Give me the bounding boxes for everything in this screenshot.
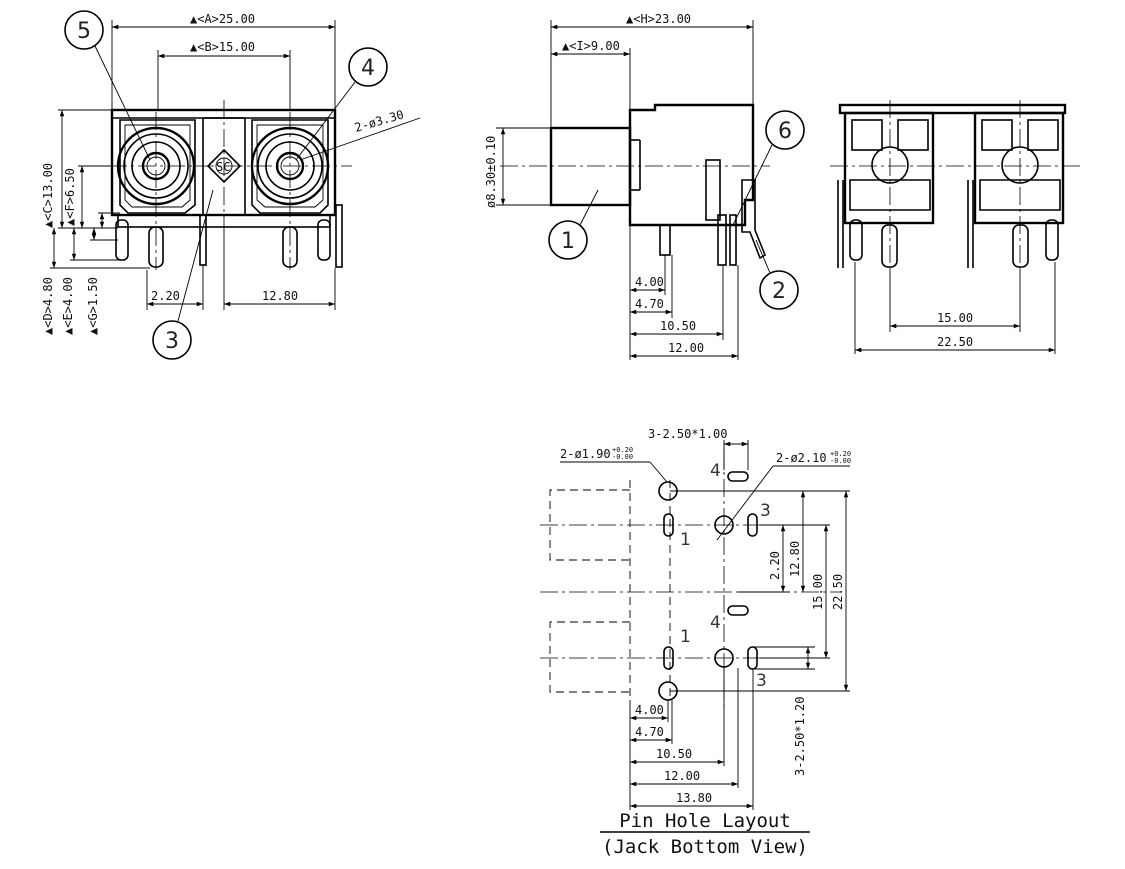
dim-rear-d1: 15.00 bbox=[937, 311, 973, 325]
callout-5: 5 bbox=[77, 19, 91, 44]
dim-i: ▲<I>9.00 bbox=[562, 39, 620, 53]
dim-side-d2: 4.70 bbox=[635, 297, 664, 311]
dim-w2: 12.80 bbox=[262, 289, 298, 303]
dim-side-d4: 12.00 bbox=[668, 341, 704, 355]
dim-v3: 15.00 bbox=[811, 574, 825, 610]
dim-c: ▲<C>13.00 bbox=[41, 163, 55, 228]
dim-dia: ø8.30±0.10 bbox=[484, 136, 498, 208]
dim-v1: 2.20 bbox=[768, 551, 782, 580]
hole-b-sup: +0.20 bbox=[830, 450, 851, 458]
side-view: ▲<H>23.00 ▲<I>9.00 ø8.30±0.10 bbox=[484, 12, 805, 360]
dim-e: ▲<E>4.00 bbox=[61, 277, 75, 335]
pin-label-3-top: 3 bbox=[760, 501, 771, 521]
hole-a-sup: +0.20 bbox=[612, 446, 633, 454]
dim-f: ▲<F>6.50 bbox=[63, 168, 77, 226]
dim-h1: 4.00 bbox=[635, 703, 664, 717]
pin-label-3-bottom: 3 bbox=[756, 671, 767, 691]
dim-w1: 2.20 bbox=[151, 289, 180, 303]
dim-h5: 13.80 bbox=[676, 791, 712, 805]
hole-a-note: 2-ø1.90 bbox=[560, 447, 611, 461]
slot-spec-top: 3-2.50*1.00 bbox=[648, 427, 727, 441]
pin-label-4-top: 4 bbox=[710, 461, 721, 481]
hole-a-sub: -0.00 bbox=[612, 453, 633, 461]
callout-2: 2 bbox=[772, 279, 786, 304]
pin-layout-subtitle: (Jack Bottom View) bbox=[602, 836, 808, 858]
callout-6: 6 bbox=[778, 119, 792, 144]
dim-side-d3: 10.50 bbox=[660, 319, 696, 333]
pin-label-1-top: 1 bbox=[680, 530, 691, 550]
front-view: ▲<A>25.00 ▲<B>15.00 SC bbox=[41, 10, 421, 360]
sc-logo: SC bbox=[216, 160, 230, 174]
callout-3: 3 bbox=[165, 329, 179, 354]
dim-d: ▲<D>4.80 bbox=[41, 277, 55, 335]
pin-label-1-bottom: 1 bbox=[680, 627, 691, 647]
dim-a: ▲<A>25.00 bbox=[190, 12, 255, 26]
dim-v4: 22.50 bbox=[831, 574, 845, 610]
pin-label-4-bottom: 4 bbox=[710, 613, 721, 633]
pin-layout-title: Pin Hole Layout bbox=[619, 810, 791, 832]
slot-spec-bottom: 3-2.50*1.20 bbox=[793, 697, 807, 776]
dim-v2: 12.80 bbox=[788, 541, 802, 577]
hole-b-sub: -0.00 bbox=[830, 457, 851, 465]
callout-1: 1 bbox=[561, 229, 575, 254]
dim-b: ▲<B>15.00 bbox=[190, 40, 255, 54]
dim-h4: 12.00 bbox=[664, 769, 700, 783]
dim-h2: 4.70 bbox=[635, 725, 664, 739]
hole-b-note: 2-ø2.10 bbox=[776, 451, 827, 465]
pin-hole-layout: 4 3 1 4 1 3 3-2.50*1.00 2-ø1.90 +0.20 -0… bbox=[540, 427, 851, 858]
dim-h: ▲<H>23.00 bbox=[626, 12, 691, 26]
rear-view: 15.00 22.50 bbox=[830, 100, 1080, 354]
dim-g: ▲<G>1.50 bbox=[86, 277, 100, 335]
dim-rear-d2: 22.50 bbox=[937, 335, 973, 349]
callout-4: 4 bbox=[361, 56, 375, 81]
dim-h3: 10.50 bbox=[656, 747, 692, 761]
dim-side-d1: 4.00 bbox=[635, 275, 664, 289]
dim-hole: 2-ø3.30 bbox=[353, 107, 405, 134]
